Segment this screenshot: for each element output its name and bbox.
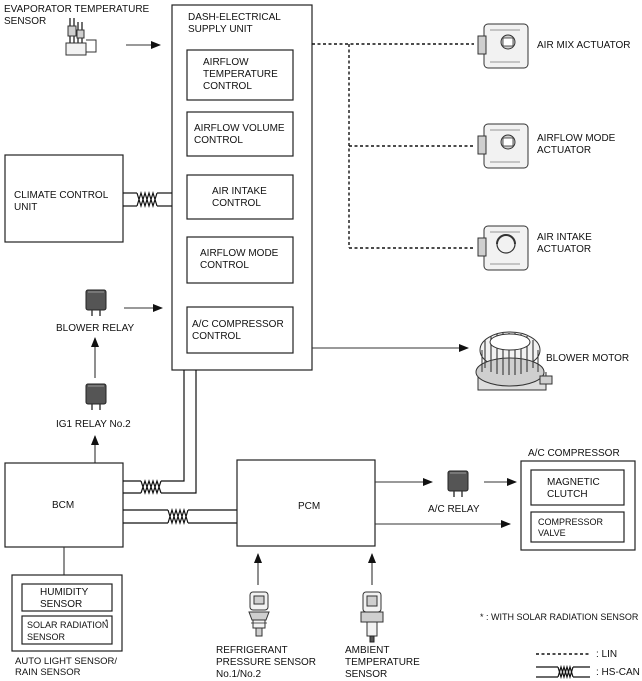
air-intake-control-box — [186, 174, 294, 220]
solar-label-line2: SENSOR — [27, 632, 66, 642]
air-intake-actuator-label-line2: ACTUATOR — [537, 244, 591, 255]
evaporator-sensor-label-line2: SENSOR — [4, 16, 46, 27]
ac-compressor-label: A/C COMPRESSOR — [528, 448, 620, 459]
ac-comp-ctrl-label-line2: CONTROL — [192, 331, 241, 342]
airflow-mode-control-box — [186, 236, 294, 284]
compressor-valve-label-line1: COMPRESSOR — [538, 517, 604, 527]
hs-can-bcm-to-dash — [123, 370, 197, 495]
ambient-label-line1: AMBIENT — [345, 645, 389, 656]
pcm-label: PCM — [298, 501, 320, 512]
climate-label-line1: CLIMATE CONTROL — [14, 190, 109, 201]
air-intake-label-line2: CONTROL — [212, 198, 261, 209]
airflow-vol-label-line1: AIRFLOW VOLUME — [194, 123, 285, 134]
hs-can-bcm-to-pcm — [123, 507, 237, 526]
compressor-valve-label-line2: VALVE — [538, 528, 566, 538]
ig1-relay-icon — [85, 383, 107, 410]
humidity-label-line1: HUMIDITY — [40, 587, 89, 598]
evaporator-temperature-sensor-icon — [65, 18, 97, 56]
magnetic-clutch-label-line1: MAGNETIC — [547, 477, 600, 488]
airflow-volume-control-box — [186, 111, 294, 157]
ig1-relay-label: IG1 RELAY No.2 — [56, 419, 131, 430]
magnetic-clutch-label-line2: CLUTCH — [547, 489, 588, 500]
ac-relay-icon — [447, 470, 469, 497]
solar-radiation-sensor-box — [21, 615, 113, 645]
legend-lin-label: : LIN — [596, 649, 617, 660]
dash-unit-label-line2: SUPPLY UNIT — [188, 24, 253, 35]
blower-motor-label: BLOWER MOTOR — [546, 353, 629, 364]
airflow-mode-label-line1: AIRFLOW MODE — [200, 248, 279, 259]
climate-control-unit-box — [4, 154, 124, 243]
compressor-valve-box — [530, 511, 625, 543]
solar-footnote-mark: * — [105, 618, 108, 627]
hs-can-twisted-pair-climate — [123, 190, 172, 209]
ambient-temperature-sensor-icon — [360, 591, 384, 643]
bcm-label: BCM — [52, 500, 74, 511]
airflow-mode-actuator-label-line2: ACTUATOR — [537, 145, 591, 156]
airflow-temp-label-line1: AIRFLOW — [203, 57, 249, 68]
ac-compressor-control-box — [186, 306, 294, 354]
refrigerant-pressure-sensor-icon — [248, 591, 270, 637]
air-mix-actuator-icon — [477, 23, 529, 69]
refrigerant-label-line2: PRESSURE SENSOR — [216, 657, 316, 668]
airflow-vol-label-line2: CONTROL — [194, 135, 243, 146]
solar-label-line1: SOLAR RADIATION — [27, 620, 108, 630]
blower-motor-icon — [475, 331, 553, 391]
pcm-box — [236, 459, 376, 547]
blower-relay-label: BLOWER RELAY — [56, 323, 134, 334]
legend-hs-can-symbol — [536, 664, 590, 680]
evaporator-sensor-label-line1: EVAPORATOR TEMPERATURE — [4, 4, 150, 15]
airflow-temp-label-line3: CONTROL — [203, 81, 252, 92]
ambient-label-line2: TEMPERATURE — [345, 657, 420, 668]
refrigerant-label-line3: No.1/No.2 — [216, 669, 261, 680]
dash-unit-label-line1: DASH-ELECTRICAL — [188, 12, 281, 23]
auto-light-label-line2: RAIN SENSOR — [15, 667, 81, 678]
airflow-mode-actuator-icon — [477, 123, 529, 169]
air-intake-label-line1: AIR INTAKE — [212, 186, 267, 197]
humidity-label-line2: SENSOR — [40, 599, 82, 610]
footnote-solar: * : WITH SOLAR RADIATION SENSOR — [480, 612, 639, 622]
ac-comp-ctrl-label-line1: A/C COMPRESSOR — [192, 319, 284, 330]
ac-relay-label: A/C RELAY — [428, 504, 480, 515]
climate-label-line2: UNIT — [14, 202, 37, 213]
air-mix-actuator-label: AIR MIX ACTUATOR — [537, 40, 631, 51]
lin-bus-lines — [312, 43, 474, 249]
auto-light-label-line1: AUTO LIGHT SENSOR/ — [15, 656, 117, 667]
blower-relay-icon — [85, 289, 107, 316]
airflow-temperature-control-box — [186, 49, 294, 101]
airflow-temp-label-line2: TEMPERATURE — [203, 69, 278, 80]
ambient-label-line3: SENSOR — [345, 669, 387, 680]
magnetic-clutch-box — [530, 469, 625, 506]
bcm-box — [4, 462, 124, 548]
humidity-sensor-box — [21, 583, 113, 612]
refrigerant-label-line1: REFRIGERANT — [216, 645, 288, 656]
air-intake-actuator-label-line1: AIR INTAKE — [537, 232, 592, 243]
legend-hs-can-label: : HS-CAN — [596, 667, 640, 678]
airflow-mode-actuator-label-line1: AIRFLOW MODE — [537, 133, 616, 144]
airflow-mode-label-line2: CONTROL — [200, 260, 249, 271]
air-intake-actuator-icon — [477, 225, 529, 271]
